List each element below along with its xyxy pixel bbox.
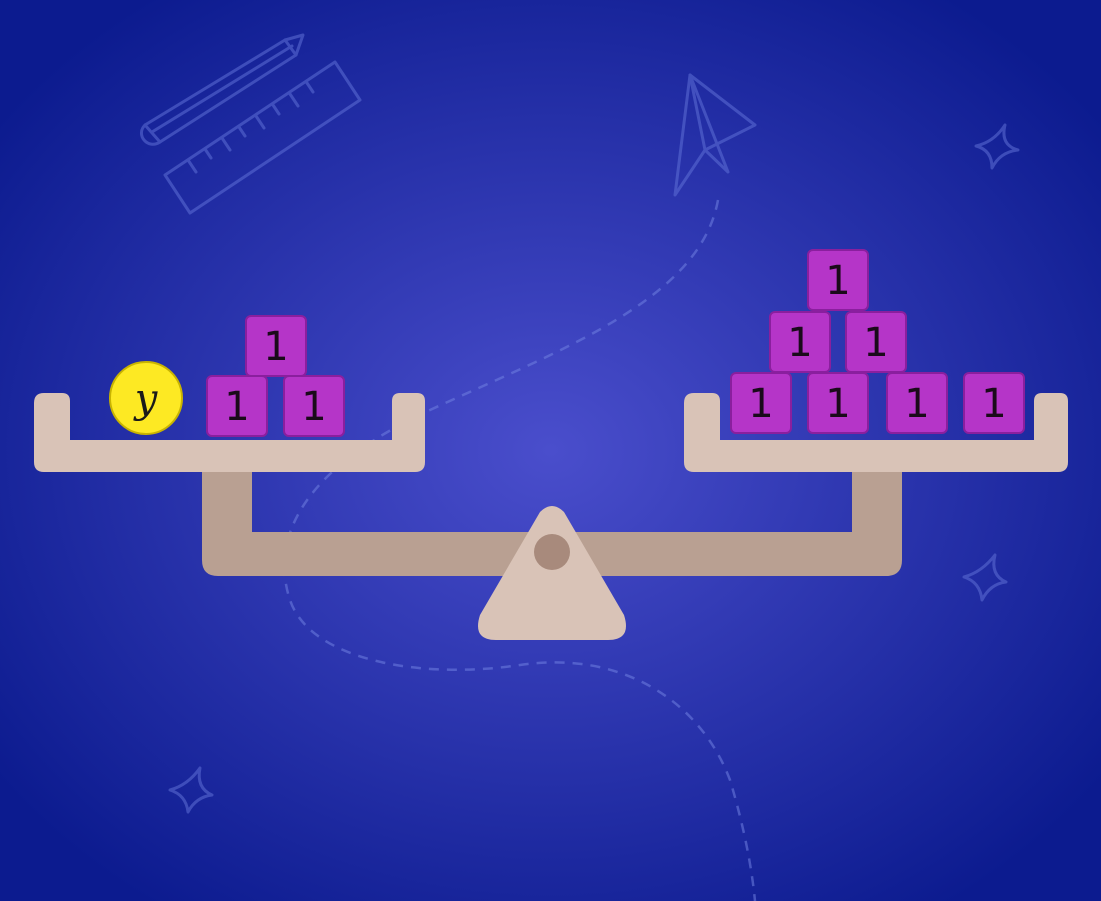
right-block: 1 bbox=[769, 311, 831, 373]
variable-label: y bbox=[133, 376, 159, 422]
right-block: 1 bbox=[807, 372, 869, 434]
pivot-pin bbox=[534, 534, 570, 570]
scale-fulcrum bbox=[478, 506, 626, 640]
right-block: 1 bbox=[886, 372, 948, 434]
block-box bbox=[845, 311, 907, 373]
block-label: 1 bbox=[748, 381, 773, 427]
block-box bbox=[807, 249, 869, 311]
sparkle-icon bbox=[962, 553, 1008, 602]
right-pan bbox=[684, 393, 1068, 472]
block-box bbox=[886, 372, 948, 434]
right-block: 1 bbox=[845, 311, 907, 373]
block-box bbox=[206, 375, 268, 437]
block-label: 1 bbox=[301, 384, 326, 430]
left-block: 1 bbox=[283, 375, 345, 437]
variable-circle: y bbox=[109, 361, 183, 435]
block-box bbox=[245, 315, 307, 377]
right-block: 1 bbox=[807, 249, 869, 311]
pencil-icon bbox=[139, 33, 305, 146]
ruler-icon bbox=[163, 60, 362, 215]
block-label: 1 bbox=[904, 381, 929, 427]
block-label: 1 bbox=[825, 258, 850, 304]
sparkle-icon bbox=[974, 123, 1020, 170]
block-label: 1 bbox=[981, 381, 1006, 427]
block-box bbox=[730, 372, 792, 434]
right-block: 1 bbox=[963, 372, 1025, 434]
left-pan bbox=[34, 393, 425, 472]
block-box bbox=[283, 375, 345, 437]
block-label: 1 bbox=[863, 320, 888, 366]
sparkle-icon bbox=[168, 766, 214, 814]
left-block: 1 bbox=[206, 375, 268, 437]
paper-plane-icon bbox=[673, 73, 757, 197]
block-box bbox=[963, 372, 1025, 434]
block-label: 1 bbox=[787, 320, 812, 366]
right-block: 1 bbox=[730, 372, 792, 434]
block-box bbox=[769, 311, 831, 373]
scale-beam bbox=[202, 440, 902, 576]
left-block: 1 bbox=[245, 315, 307, 377]
dashed-trail bbox=[283, 199, 757, 901]
block-label: 1 bbox=[825, 381, 850, 427]
block-label: 1 bbox=[263, 324, 288, 370]
block-label: 1 bbox=[224, 384, 249, 430]
block-box bbox=[807, 372, 869, 434]
